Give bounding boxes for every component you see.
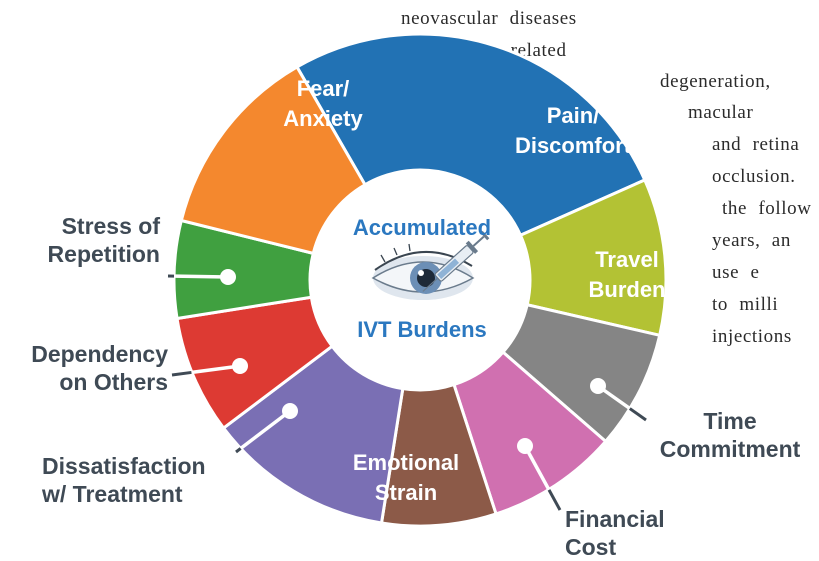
label-line: on Others bbox=[0, 368, 168, 396]
label-line: Stress of bbox=[10, 212, 160, 240]
leader-line-stress bbox=[168, 276, 228, 277]
center-top-label: Accumulated bbox=[353, 215, 491, 240]
label-financial-cost: Financial Cost bbox=[565, 505, 695, 561]
label-line: Financial bbox=[565, 505, 695, 533]
segment-label-travel-line1: Travel bbox=[595, 247, 659, 272]
segment-label-pain-line2: Discomfort bbox=[515, 133, 632, 158]
label-line: Time bbox=[644, 407, 816, 435]
label-stress-of-repetition: Stress of Repetition bbox=[10, 212, 160, 268]
label-dependency-on-others: Dependency on Others bbox=[0, 340, 168, 396]
segment-label-fear-line2: Anxiety bbox=[283, 106, 363, 131]
label-line: Commitment bbox=[644, 435, 816, 463]
leader-dot-time bbox=[590, 378, 606, 394]
leader-line-outer-dependency bbox=[172, 372, 191, 375]
label-line: Dissatisfaction bbox=[42, 452, 252, 480]
leader-dot-dependency bbox=[232, 358, 248, 374]
leader-dot-dissatisfaction bbox=[282, 403, 298, 419]
segment-label-emotional-line2: Strain bbox=[375, 480, 437, 505]
center-bottom-label: IVT Burdens bbox=[357, 317, 487, 342]
segment-label-travel-line2: Burden bbox=[589, 277, 666, 302]
segment-label-emotional-line1: Emotional bbox=[353, 450, 459, 475]
label-line: w/ Treatment bbox=[42, 480, 252, 508]
segment-label-fear-line1: Fear/ bbox=[297, 76, 350, 101]
label-line: Cost bbox=[565, 533, 695, 561]
label-line: Repetition bbox=[10, 240, 160, 268]
leader-dot-financial bbox=[517, 438, 533, 454]
leader-line-outer-financial bbox=[549, 490, 560, 510]
label-line: Dependency bbox=[0, 340, 168, 368]
leader-dot-stress bbox=[220, 269, 236, 285]
label-time-commitment: Time Commitment bbox=[644, 407, 816, 463]
segment-label-pain-line1: Pain/ bbox=[547, 103, 600, 128]
label-dissatisfaction-with-treatment: Dissatisfaction w/ Treatment bbox=[42, 452, 252, 508]
